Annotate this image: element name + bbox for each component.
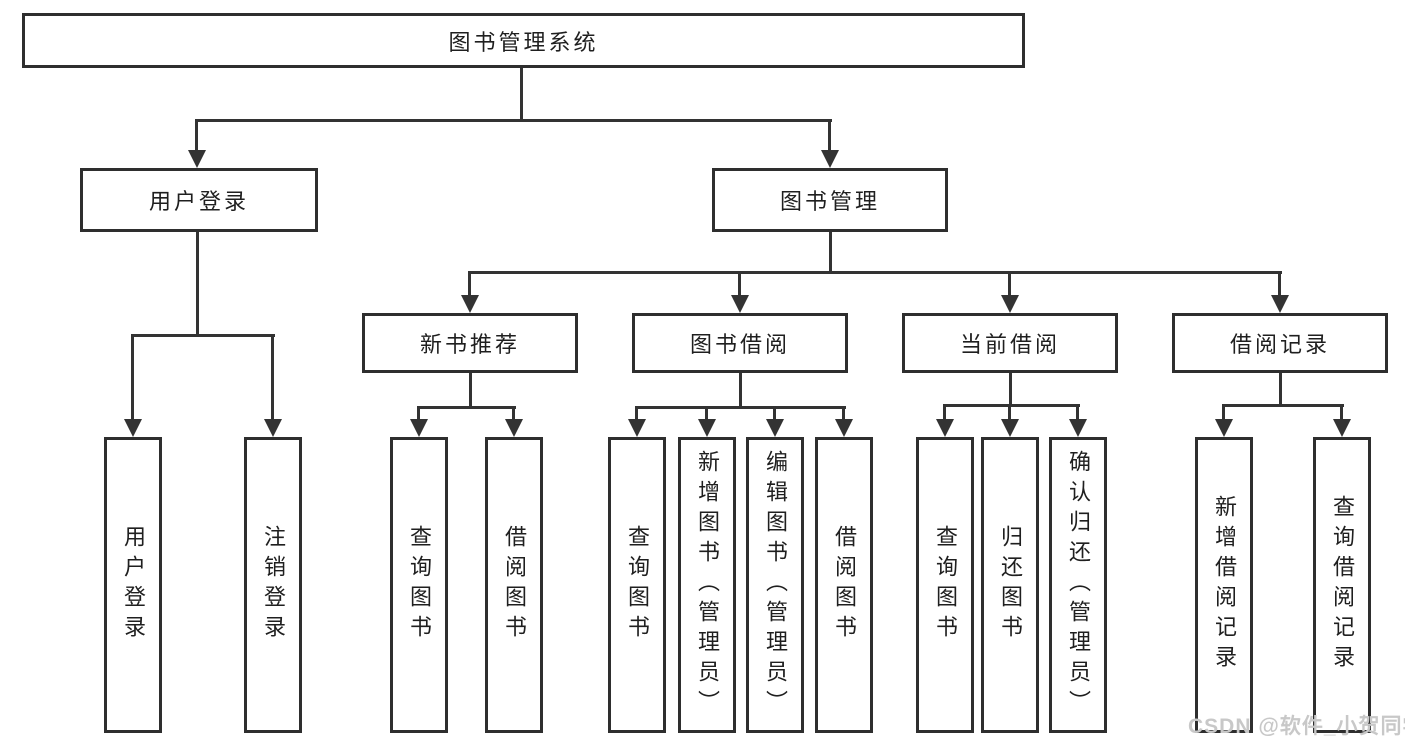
connector-book-borrow-stem xyxy=(739,373,742,407)
connector-root-stem xyxy=(520,68,523,121)
arrowhead-down-icon xyxy=(1271,295,1289,313)
arrowhead-down-icon xyxy=(1001,419,1019,437)
node-new-book-recommend-label: 新书推荐 xyxy=(419,332,520,357)
connector-book-borrow-drop xyxy=(842,406,845,422)
node-borrow-records: 借阅记录 xyxy=(1172,313,1388,373)
arrowhead-down-icon xyxy=(821,150,839,168)
leaf-query-books-current-label: 查询图书 xyxy=(933,525,958,645)
node-current-borrow-label: 当前借阅 xyxy=(959,332,1060,357)
connector-book-management-drop xyxy=(738,271,741,298)
connector-new-book-stem xyxy=(469,373,472,407)
connector-book-management-drop xyxy=(1278,271,1281,298)
leaf-borrow-books: 借阅图书 xyxy=(815,437,873,733)
connector-current-borrow-drop xyxy=(943,404,946,422)
connector-borrow-records-drop xyxy=(1340,404,1343,422)
leaf-query-borrow-record-label: 查询借阅记录 xyxy=(1330,495,1355,675)
leaf-query-borrow-record: 查询借阅记录 xyxy=(1313,437,1371,733)
connector-book-borrow-drop xyxy=(635,406,638,422)
arrowhead-down-icon xyxy=(505,419,523,437)
leaf-add-borrow-record: 新增借阅记录 xyxy=(1195,437,1253,733)
connector-current-borrow-bar xyxy=(943,404,1080,407)
connector-book-borrow-bar xyxy=(635,406,846,409)
arrowhead-down-icon xyxy=(1333,419,1351,437)
connector-user-login-stem xyxy=(196,232,199,337)
leaf-logout-label: 注销登录 xyxy=(261,525,286,645)
arrowhead-down-icon xyxy=(1069,419,1087,437)
arrowhead-down-icon xyxy=(461,295,479,313)
csdn-watermark-text: CSDN @软件_小贺同学 xyxy=(1188,715,1405,738)
connector-current-borrow-stem xyxy=(1009,373,1012,406)
leaf-query-books-recommend-label: 查询图书 xyxy=(407,525,432,645)
arrowhead-down-icon xyxy=(410,419,428,437)
connector-book-management-drop xyxy=(1008,271,1011,298)
node-user-login: 用户登录 xyxy=(80,168,318,232)
arrowhead-down-icon xyxy=(188,150,206,168)
leaf-query-books-borrow-label: 查询图书 xyxy=(625,525,650,645)
arrowhead-down-icon xyxy=(698,419,716,437)
arrowhead-down-icon xyxy=(264,419,282,437)
leaf-logout: 注销登录 xyxy=(244,437,302,733)
leaf-borrow-books-recommend: 借阅图书 xyxy=(485,437,543,733)
arrowhead-down-icon xyxy=(1001,295,1019,313)
connector-current-borrow-drop xyxy=(1076,404,1079,422)
connector-user-login-drop xyxy=(131,334,134,422)
connector-user-login-bar xyxy=(132,334,275,337)
node-user-login-label: 用户登录 xyxy=(148,189,249,214)
arrowhead-down-icon xyxy=(628,419,646,437)
leaf-edit-book-admin-label: 编辑图书（管理员） xyxy=(763,450,788,720)
node-borrow-records-label: 借阅记录 xyxy=(1229,332,1330,357)
node-book-management: 图书管理 xyxy=(712,168,948,232)
connector-borrow-records-stem xyxy=(1279,373,1282,406)
connector-new-book-bar xyxy=(418,406,516,409)
leaf-return-book: 归还图书 xyxy=(981,437,1039,733)
leaf-query-books-recommend: 查询图书 xyxy=(390,437,448,733)
connector-root-drop xyxy=(828,119,831,153)
csdn-watermark: CSDN @软件_小贺同学 xyxy=(1188,710,1405,740)
leaf-borrow-books-recommend-label: 借阅图书 xyxy=(502,525,527,645)
leaf-borrow-books-label: 借阅图书 xyxy=(832,525,857,645)
leaf-add-borrow-record-label: 新增借阅记录 xyxy=(1212,495,1237,675)
connector-borrow-records-bar xyxy=(1222,404,1344,407)
arrowhead-down-icon xyxy=(766,419,784,437)
node-book-borrow-label: 图书借阅 xyxy=(689,332,790,357)
node-book-management-label: 图书管理 xyxy=(779,189,880,214)
connector-current-borrow-drop xyxy=(1008,404,1011,422)
connector-user-login-drop xyxy=(271,334,274,422)
leaf-edit-book-admin: 编辑图书（管理员） xyxy=(746,437,804,733)
node-new-book-recommend: 新书推荐 xyxy=(362,313,578,373)
connector-new-book-drop xyxy=(417,406,420,422)
node-book-borrow: 图书借阅 xyxy=(632,313,848,373)
connector-root-drop xyxy=(195,119,198,153)
node-root: 图书管理系统 xyxy=(22,13,1025,68)
connector-book-management-drop xyxy=(468,271,471,298)
leaf-confirm-return-admin-label: 确认归还（管理员） xyxy=(1066,450,1091,720)
connector-book-management-stem xyxy=(829,232,832,274)
arrowhead-down-icon xyxy=(731,295,749,313)
leaf-add-book-admin-label: 新增图书（管理员） xyxy=(695,450,720,720)
leaf-confirm-return-admin: 确认归还（管理员） xyxy=(1049,437,1107,733)
connector-book-management-bar xyxy=(468,271,1282,274)
arrowhead-down-icon xyxy=(936,419,954,437)
leaf-user-login-label: 用户登录 xyxy=(121,525,146,645)
node-root-label: 图书管理系统 xyxy=(448,29,599,55)
connector-root-bar xyxy=(195,119,832,122)
leaf-return-book-label: 归还图书 xyxy=(998,525,1023,645)
connector-book-borrow-drop xyxy=(773,406,776,422)
arrowhead-down-icon xyxy=(1215,419,1233,437)
connector-book-borrow-drop xyxy=(705,406,708,422)
leaf-query-books-borrow: 查询图书 xyxy=(608,437,666,733)
leaf-user-login: 用户登录 xyxy=(104,437,162,733)
connector-borrow-records-drop xyxy=(1222,404,1225,422)
leaf-query-books-current: 查询图书 xyxy=(916,437,974,733)
arrowhead-down-icon xyxy=(124,419,142,437)
node-current-borrow: 当前借阅 xyxy=(902,313,1118,373)
leaf-add-book-admin: 新增图书（管理员） xyxy=(678,437,736,733)
arrowhead-down-icon xyxy=(835,419,853,437)
connector-new-book-drop xyxy=(512,406,515,422)
